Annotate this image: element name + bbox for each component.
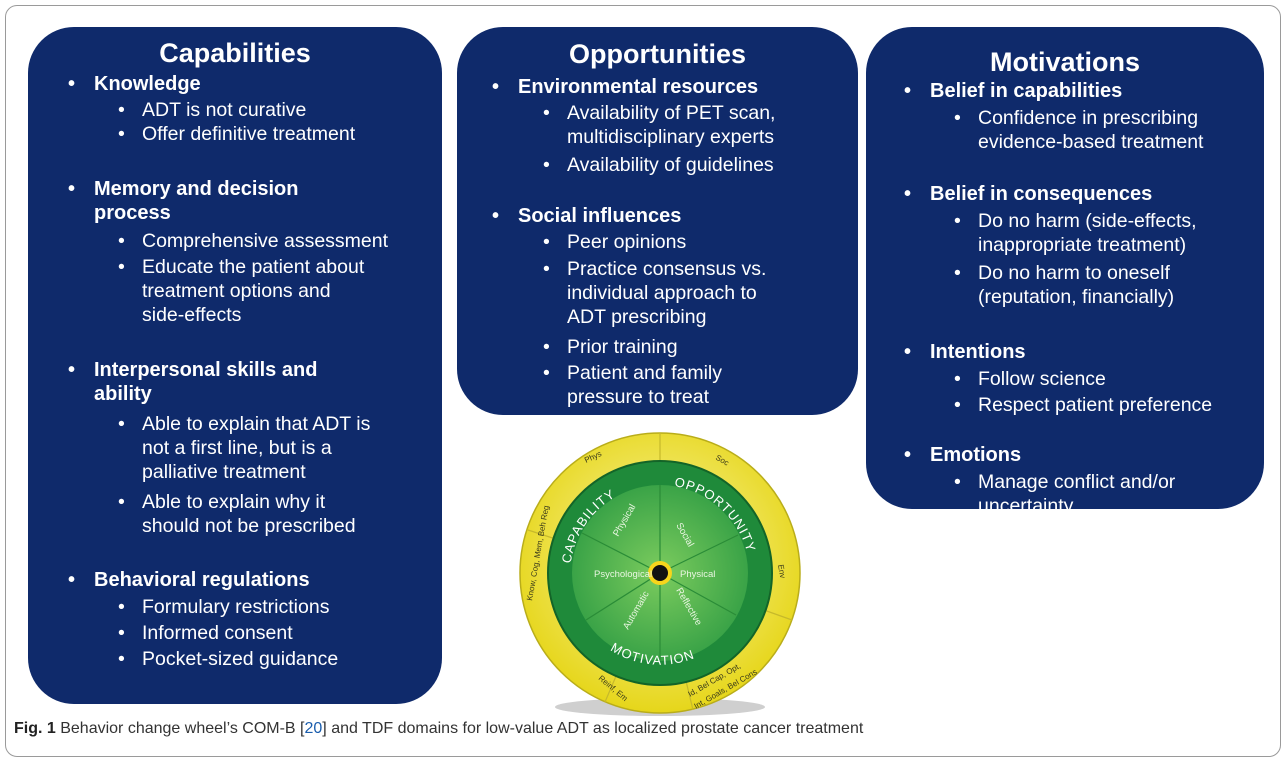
domain-item: •Do no harm (side-effects,inappropriate … <box>954 210 1197 256</box>
domain-heading: •Knowledge <box>68 73 201 95</box>
panel-title: Motivations <box>989 47 1140 77</box>
inner-label-psychological: Psychological <box>594 569 652 580</box>
caption-text: Behavior change wheel’s COM-B [ <box>55 720 305 737</box>
opportunities-panel: Opportunities •Environmental resources •… <box>457 27 858 415</box>
wheel-inner-dividers <box>581 485 739 661</box>
capabilities-panel: Capabilities •Knowledge •ADT is not cura… <box>28 27 442 704</box>
domain-item: •Offer definitive treatment <box>118 123 356 145</box>
domain-heading: •Belief in consequences <box>904 183 1153 205</box>
panel-title: Opportunities <box>569 39 746 69</box>
domain-heading: •Belief in capabilities <box>904 80 1123 102</box>
behavior-change-wheel: CAPABILITY OPPORTUNITY MOTIVATION Physic… <box>519 432 801 716</box>
domain-item: •Peer opinions <box>543 231 687 253</box>
figure-caption: Fig. 1 Behavior change wheel’s COM-B [20… <box>14 720 863 738</box>
caption-label: Fig. 1 <box>14 720 56 737</box>
domain-item: •Pocket-sized guidance <box>118 648 339 670</box>
wheel-center-dot <box>652 565 668 581</box>
domain-item: •ADT is not curative <box>118 99 307 121</box>
domain-item: •Comprehensive assessment <box>118 230 389 252</box>
inner-label-physical-opportunity: Physical <box>680 569 715 580</box>
motivations-panel: Motivations •Belief in capabilities •Con… <box>866 27 1264 517</box>
domain-heading: •Environmental resources <box>492 76 759 98</box>
panel-title: Capabilities <box>159 38 311 68</box>
outer-label-env: Env <box>776 564 787 579</box>
domain-item: •Practice consensus vs.individual approa… <box>543 258 767 328</box>
domain-heading: •Intentions <box>904 341 1026 363</box>
domain-item: •Availability of PET scan,multidisciplin… <box>543 102 776 148</box>
domain-item: •Prior training <box>543 336 678 358</box>
caption-text-end: ] and TDF domains for low-value ADT as l… <box>322 720 864 737</box>
domain-item: •Do no harm to oneself(reputation, finan… <box>954 262 1175 308</box>
domain-item: •Availability of guidelines <box>543 154 774 176</box>
domain-heading: •Social influences <box>492 205 682 227</box>
domain-item: •Follow science <box>954 368 1106 390</box>
domain-heading: •Behavioral regulations <box>68 569 310 591</box>
domain-heading: •Emotions <box>904 444 1022 466</box>
domain-item: •Informed consent <box>118 622 293 644</box>
domain-item: •Respect patient preference <box>954 394 1213 416</box>
caption-reference-link[interactable]: 20 <box>304 720 323 737</box>
domain-item: •Formulary restrictions <box>118 596 330 618</box>
